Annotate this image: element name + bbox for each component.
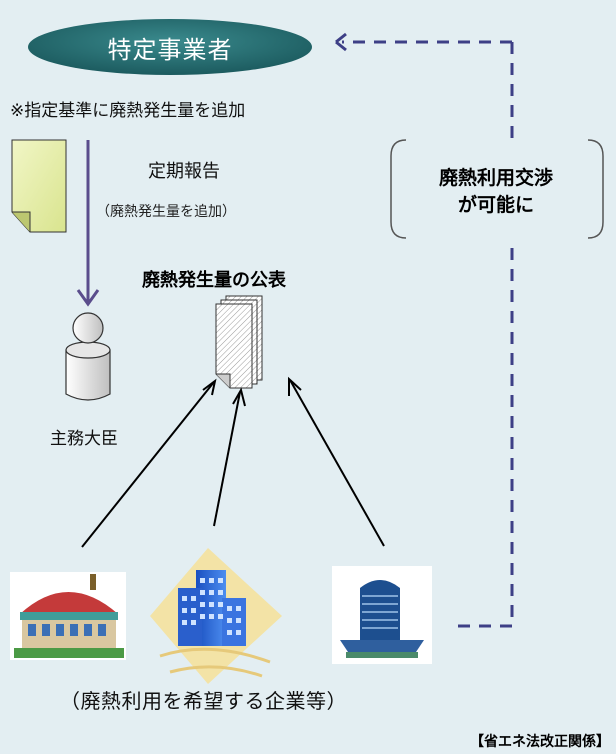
minister-person-icon <box>65 312 111 401</box>
dashed-arrow-head <box>335 32 347 52</box>
report-down-arrow <box>76 140 100 307</box>
publication-documents-icon <box>215 295 263 389</box>
companies-label: （廃熱利用を希望する企業等） <box>60 689 347 713</box>
negotiation-brackets <box>390 139 604 239</box>
criteria-note: ※指定基準に廃熱発生量を追加 <box>10 101 246 121</box>
periodic-report-title: 定期報告 <box>148 161 220 182</box>
publication-title: 廃熱発生量の公表 <box>142 270 286 291</box>
negotiation-line-1: 廃熱利用交渉 <box>438 167 553 189</box>
company-arrows <box>81 376 385 548</box>
report-document-icon <box>11 139 67 233</box>
dashed-return-arrow <box>342 40 514 628</box>
negotiation-line-2: が可能に <box>457 194 534 216</box>
company-building-house-icon <box>10 572 126 660</box>
minister-label: 主務大臣 <box>50 429 118 449</box>
footer-label: 【省エネ法改正関係】 <box>470 734 610 750</box>
company-building-complex-icon <box>332 566 432 664</box>
negotiation-box: 廃熱利用交渉 が可能に <box>396 148 596 236</box>
company-building-office-icon <box>150 548 282 684</box>
business-oval <box>28 19 312 75</box>
business-oval-label: 特定事業者 <box>107 35 233 64</box>
periodic-report-subtitle: （廃熱発生量を追加） <box>96 204 236 220</box>
